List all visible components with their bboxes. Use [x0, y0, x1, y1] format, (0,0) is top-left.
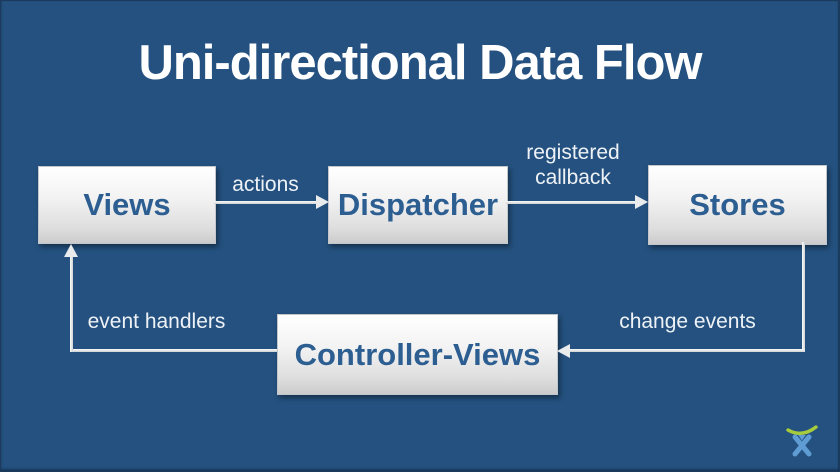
atlassian-logo-icon: [786, 425, 818, 457]
node-dispatcher-label: Dispatcher: [337, 187, 499, 222]
edge-label-registered-callback: registered callback: [526, 141, 620, 189]
arrow-stores-to-controller-views-line: [570, 349, 805, 352]
arrow-views-to-dispatcher-arrowhead: [316, 195, 329, 209]
arrow-controller-views-to-views-arrowhead: [64, 244, 78, 257]
arrow-stores-to-controller-views-vertical-line: [802, 242, 805, 352]
edge-label-actions: actions: [232, 173, 299, 196]
node-stores-label: Stores: [689, 187, 786, 222]
node-views: Views: [38, 166, 216, 244]
arrow-controller-views-to-views-vertical-line: [70, 257, 73, 352]
node-controller-views: Controller-Views: [277, 314, 558, 395]
arrow-stores-to-controller-views-arrowhead: [557, 344, 570, 358]
edge-label-event-handlers: event handlers: [87, 310, 226, 333]
node-dispatcher: Dispatcher: [328, 166, 508, 244]
arrow-dispatcher-to-stores-arrowhead: [635, 195, 648, 209]
page-title: Uni-directional Data Flow: [138, 36, 702, 90]
arrow-dispatcher-to-stores-line: [506, 201, 636, 204]
arrow-controller-views-to-views-line: [70, 349, 277, 352]
node-views-label: Views: [83, 187, 171, 222]
node-controller-views-label: Controller-Views: [294, 336, 541, 372]
arrow-views-to-dispatcher-line: [214, 201, 317, 204]
node-stores: Stores: [648, 165, 827, 245]
edge-label-change-events: change events: [619, 310, 756, 333]
